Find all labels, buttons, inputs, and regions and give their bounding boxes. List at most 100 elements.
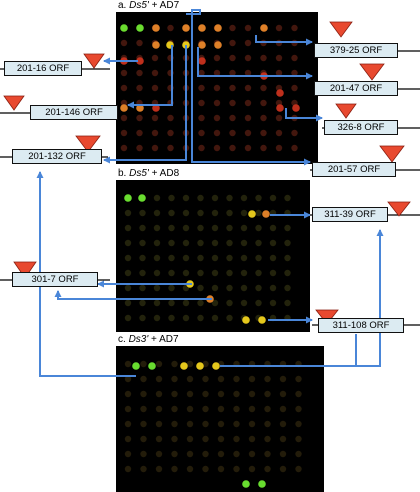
array-spot xyxy=(269,239,277,247)
array-spot xyxy=(242,480,250,488)
array-spot xyxy=(264,420,271,428)
array-spot xyxy=(217,390,225,398)
array-spot xyxy=(260,99,267,107)
array-spot xyxy=(291,54,298,62)
array-spot xyxy=(229,69,236,77)
array-spot xyxy=(211,284,219,292)
array-spot xyxy=(182,314,190,322)
orf-box-201-47: 201-47 ORF xyxy=(314,81,398,96)
array-spot xyxy=(258,480,266,488)
array-spot xyxy=(186,420,194,428)
array-spot xyxy=(284,224,291,232)
array-spot xyxy=(151,114,159,122)
array-spot xyxy=(244,84,252,92)
array-spot xyxy=(139,299,146,307)
array-spot xyxy=(198,57,206,65)
array-spot xyxy=(197,239,204,247)
array-spot xyxy=(124,254,132,262)
orf-box-301-7: 301-7 ORF xyxy=(12,272,98,287)
transposon-marker-icon xyxy=(83,53,105,69)
array-spot xyxy=(120,39,128,47)
array-spot xyxy=(136,129,143,137)
array-spot xyxy=(211,209,219,217)
array-spot xyxy=(240,284,248,292)
panel-letter: b. xyxy=(118,168,127,179)
array-spot xyxy=(291,84,298,92)
array-spot xyxy=(139,239,146,247)
array-spot xyxy=(284,239,291,247)
array-spot xyxy=(229,114,236,122)
transposon-marker-icon xyxy=(13,261,37,279)
array-spot xyxy=(226,299,233,307)
array-spot xyxy=(240,239,248,247)
arrow-to-201-57 xyxy=(186,9,311,166)
array-spot xyxy=(202,375,209,383)
array-spot xyxy=(260,129,267,137)
array-spot xyxy=(229,84,236,92)
arrow-to-201-47 xyxy=(197,47,313,80)
array-spot xyxy=(168,254,175,262)
array-spot xyxy=(197,299,204,307)
array-spot xyxy=(248,450,256,458)
array-spot xyxy=(284,284,291,292)
array-spot xyxy=(213,114,221,122)
array-spot xyxy=(226,209,233,217)
array-spot xyxy=(198,129,205,137)
array-spot xyxy=(151,129,159,137)
orf-box-311-39: 311-39 ORF xyxy=(312,207,388,222)
array-spot xyxy=(198,144,205,152)
array-spot xyxy=(264,450,271,458)
array-spot xyxy=(240,194,248,202)
panel-title-c: c. Ds3' + AD7 xyxy=(118,334,179,346)
array-spot xyxy=(198,99,205,107)
arrow-to-201-146 xyxy=(127,45,173,109)
array-spot xyxy=(275,24,283,32)
transposon-marker-icon xyxy=(3,95,25,111)
array-spot xyxy=(186,375,194,383)
array-spot xyxy=(140,360,147,368)
array-spot xyxy=(168,269,175,277)
array-spot xyxy=(211,194,219,202)
orf-box-326-8: 326-8 ORF xyxy=(324,120,398,135)
array-spot xyxy=(197,269,204,277)
array-spot xyxy=(275,129,283,137)
array-spot xyxy=(233,420,240,428)
array-spot xyxy=(211,269,219,277)
array-spot xyxy=(217,465,225,473)
array-spot xyxy=(255,224,262,232)
arrow-from-c-to-201-132 xyxy=(36,171,136,377)
array-spot xyxy=(182,224,190,232)
array-spot xyxy=(279,375,287,383)
array-spot xyxy=(240,224,248,232)
array-spot xyxy=(136,84,143,92)
array-spot xyxy=(171,420,178,428)
orf-box-379-25: 379-25 ORF xyxy=(314,43,398,58)
array-spot xyxy=(269,254,277,262)
array-spot xyxy=(226,239,233,247)
array-spot xyxy=(168,239,175,247)
array-spot xyxy=(260,24,268,32)
array-spot xyxy=(279,435,287,443)
array-spot xyxy=(120,69,128,77)
array-spot xyxy=(124,450,132,458)
array-spot xyxy=(213,144,221,152)
array-spot xyxy=(211,254,219,262)
array-spot xyxy=(155,465,163,473)
array-spot xyxy=(279,420,287,428)
array-spot xyxy=(217,405,225,413)
array-spot xyxy=(217,450,225,458)
array-spot xyxy=(124,314,132,322)
array-spot xyxy=(244,54,252,62)
array-spot xyxy=(138,194,146,202)
array-spot xyxy=(155,405,163,413)
array-spot xyxy=(139,254,146,262)
array-spot xyxy=(140,390,147,398)
array-spot xyxy=(242,316,250,324)
array-spot xyxy=(151,84,159,92)
array-spot xyxy=(182,254,190,262)
array-spot xyxy=(211,224,219,232)
array-spot xyxy=(255,254,262,262)
array-spot xyxy=(248,465,256,473)
array-spot xyxy=(171,465,178,473)
